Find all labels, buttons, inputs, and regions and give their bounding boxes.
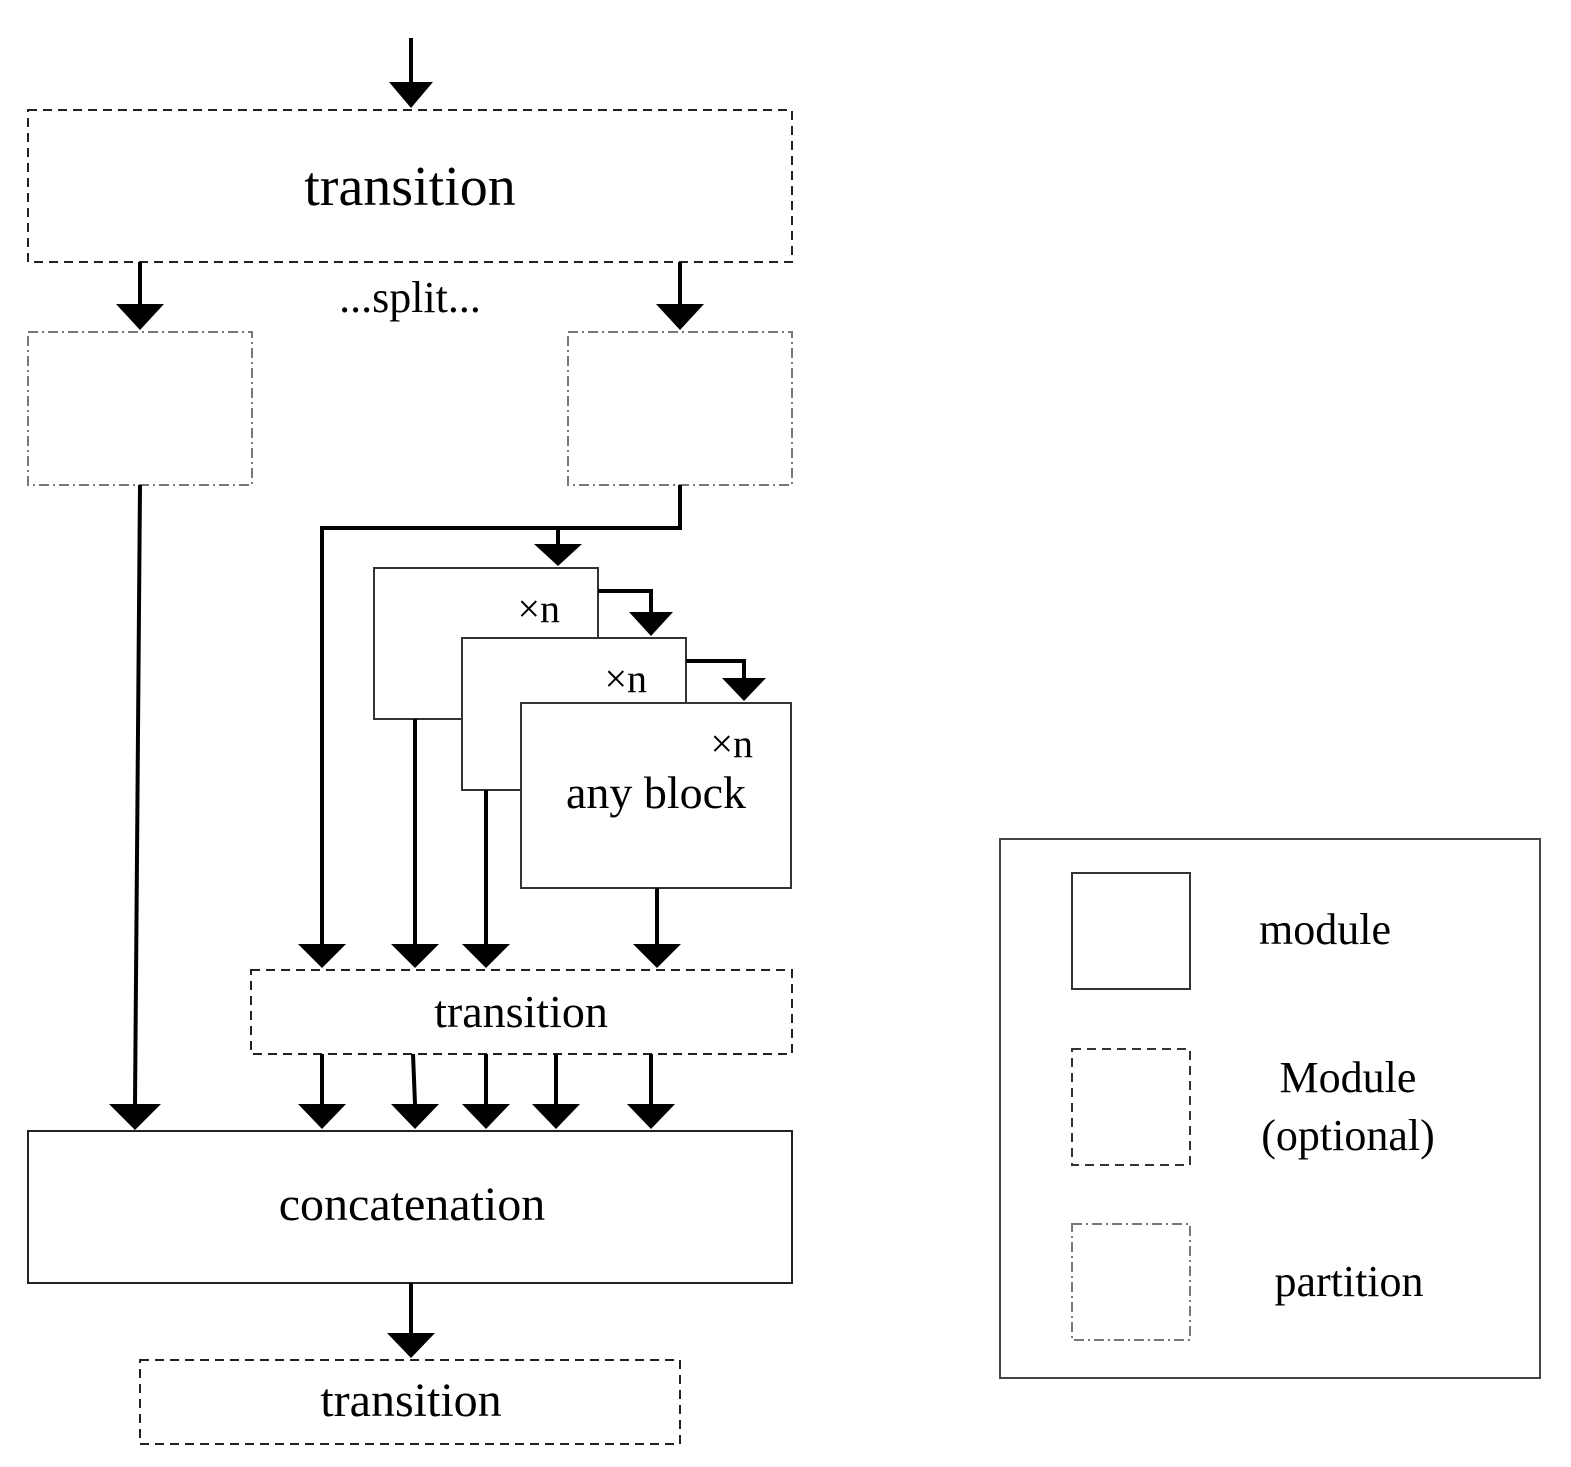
legend: module Module (optional) partition [999, 838, 1541, 1379]
mid-transition: transition [250, 969, 793, 1055]
arrow-mid-to-concat-2 [411, 1053, 417, 1105]
arrowhead-left-partition-to-concat [109, 1104, 161, 1130]
repeat-label-2: ×n [604, 656, 647, 701]
arrowhead-mid-to-concat-1 [298, 1104, 346, 1129]
legend-partition-label: partition [1274, 1257, 1423, 1306]
arrowhead-branch-to-mid [298, 944, 346, 968]
top-transition-box [27, 109, 793, 263]
arrowhead-mid-to-concat-3 [462, 1104, 510, 1129]
mid-transition-box [250, 969, 793, 1055]
arrowhead-mid-to-concat-4 [532, 1104, 580, 1129]
arrow-right-partition-branch [320, 485, 682, 944]
legend-partition-swatch [1071, 1223, 1191, 1341]
concatenation: concatenation [27, 1130, 793, 1284]
legend-optional-label-line1: Module [1280, 1053, 1417, 1102]
left-partition-box [27, 331, 253, 486]
legend-module-label: module [1259, 905, 1391, 954]
split-label: ...split... [339, 273, 481, 322]
repeat-label-1: ×n [517, 586, 560, 631]
bottom-transition-box [139, 1359, 681, 1445]
arrowhead-block2-to-mid [462, 944, 510, 968]
top-transition-label: transition [304, 156, 516, 218]
block-module-3 [520, 702, 792, 889]
arrowhead-split-left [116, 304, 164, 330]
arrowhead-block1-to-block2 [629, 612, 673, 636]
arrow-block2-to-block3 [686, 659, 746, 678]
legend-optional-swatch [1071, 1048, 1191, 1166]
arrow-block1-to-block2 [598, 589, 653, 612]
arrowhead-split-right [656, 304, 704, 330]
arrowhead-mid-to-concat-2 [391, 1104, 439, 1129]
arrow-left-partition-to-concat [133, 484, 142, 1105]
arrows [109, 38, 766, 1358]
concatenation-label: concatenation [279, 1178, 546, 1231]
arrowhead-concat-to-output [387, 1333, 435, 1358]
arrowhead-block1-to-mid [391, 944, 439, 968]
repeat-label-3: ×n [710, 721, 753, 766]
right-partition-box [567, 331, 793, 486]
legend-module-swatch [1071, 872, 1191, 990]
legend-frame [999, 838, 1541, 1379]
legend-optional-label-line2: (optional) [1261, 1111, 1435, 1160]
arrowhead-block3-to-mid [633, 944, 681, 968]
block-stack: ×n ×n ×n any block [373, 567, 792, 889]
arrowhead-to-block-1 [534, 544, 582, 566]
arrowhead-mid-to-concat-5 [627, 1104, 675, 1129]
arrowhead-input [389, 82, 433, 108]
mid-transition-label: transition [434, 986, 608, 1037]
bottom-transition: transition [139, 1359, 681, 1445]
any-block-label: any block [566, 767, 746, 818]
bottom-transition-label: transition [320, 1374, 501, 1427]
arrowhead-block2-to-block3 [722, 678, 766, 701]
top-transition: transition [27, 109, 793, 263]
